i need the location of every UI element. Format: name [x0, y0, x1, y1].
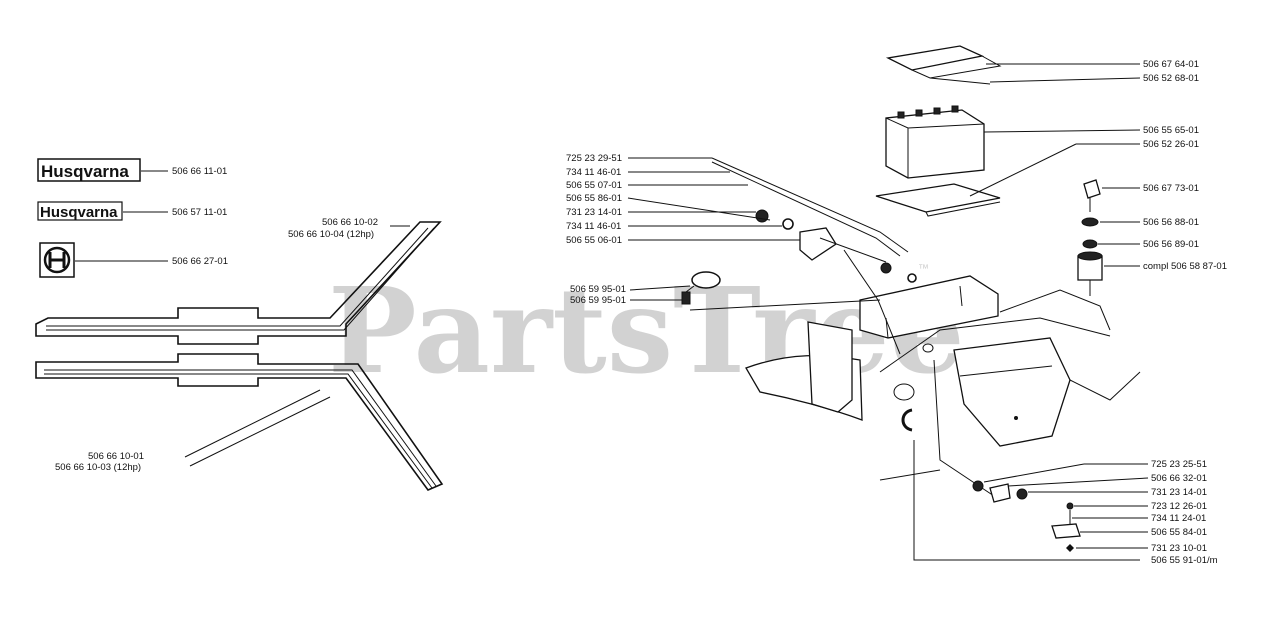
part-label[interactable]: 731 23 14-01	[566, 207, 622, 218]
bottom-switch-parts	[913, 440, 1140, 561]
choke-lever	[681, 271, 881, 311]
logo-text-large: Husqvarna	[41, 162, 129, 181]
leader-lines	[627, 63, 1149, 549]
battery-tray	[875, 183, 1001, 217]
mid-cluster-labels: 506 59 95-01 506 59 95-01	[570, 284, 626, 306]
part-label[interactable]: 506 66 27-01	[172, 256, 228, 267]
part-label[interactable]: 731 23 14-01	[1151, 487, 1207, 498]
battery	[885, 105, 985, 179]
bottom-right-labels: 725 23 25-51 506 66 32-01 731 23 14-01 7…	[1151, 459, 1218, 566]
part-label[interactable]: 734 11 46-01	[566, 221, 621, 232]
part-label[interactable]: 723 12 26-01	[1151, 501, 1207, 512]
part-label[interactable]: 725 23 25-51	[1151, 459, 1207, 470]
stripe-decal-upper	[35, 221, 442, 345]
part-label[interactable]: 506 66 32-01	[1151, 473, 1207, 484]
emblem-decal	[39, 242, 75, 278]
part-label[interactable]: 506 55 86-01	[566, 193, 622, 204]
logo-decal-large: Husqvarna	[37, 158, 141, 182]
tractor-body-illustration	[745, 275, 1141, 501]
part-label[interactable]: 506 66 10-03 (12hp)	[55, 462, 141, 473]
top-right-labels: 506 67 64-01 506 52 68-01 506 55 65-01 5…	[1143, 59, 1227, 272]
logo-text-small: Husqvarna	[40, 204, 118, 221]
part-label[interactable]: 506 55 65-01	[1143, 125, 1199, 136]
part-label[interactable]: 506 52 26-01	[1143, 139, 1199, 150]
part-label[interactable]: 506 59 95-01	[570, 284, 626, 295]
part-label[interactable]: 731 23 10-01	[1151, 543, 1207, 554]
part-label[interactable]: compl 506 58 87-01	[1143, 261, 1227, 272]
wiring-harness	[711, 157, 917, 355]
part-label[interactable]: 506 56 89-01	[1143, 239, 1199, 250]
part-label[interactable]: 725 23 29-51	[566, 153, 622, 164]
stripe-decal-lower	[35, 353, 444, 491]
part-label[interactable]: 506 67 73-01	[1143, 183, 1199, 194]
logo-decal-small: Husqvarna	[37, 201, 123, 221]
battery-cover	[885, 45, 1002, 85]
part-label[interactable]: 506 52 68-01	[1143, 73, 1199, 84]
part-label[interactable]: 506 55 91-01/m	[1151, 555, 1218, 566]
part-label[interactable]: 506 56 88-01	[1143, 217, 1199, 228]
part-label[interactable]: 506 55 84-01	[1151, 527, 1207, 538]
part-label[interactable]: 506 66 10-04 (12hp)	[288, 229, 374, 240]
part-label[interactable]: 506 57 11-01	[172, 207, 227, 218]
watermark-trademark: ™	[918, 263, 929, 275]
ignition-switch-assembly	[1077, 179, 1103, 296]
part-label[interactable]: 506 55 07-01	[566, 180, 622, 191]
part-label[interactable]: 734 11 24-01	[1151, 513, 1206, 524]
part-label[interactable]: 734 11 46-01	[566, 167, 621, 178]
part-label[interactable]: 506 66 11-01	[172, 166, 227, 177]
part-label[interactable]: 506 67 64-01	[1143, 59, 1199, 70]
part-label[interactable]: 506 55 06-01	[566, 235, 622, 246]
part-label[interactable]: 506 66 10-02	[322, 217, 378, 228]
part-label[interactable]: 506 59 95-01	[570, 295, 626, 306]
left-cluster-labels: 725 23 29-51 734 11 46-01 506 55 07-01 5…	[566, 153, 622, 246]
part-label[interactable]: 506 66 10-01	[88, 451, 144, 462]
